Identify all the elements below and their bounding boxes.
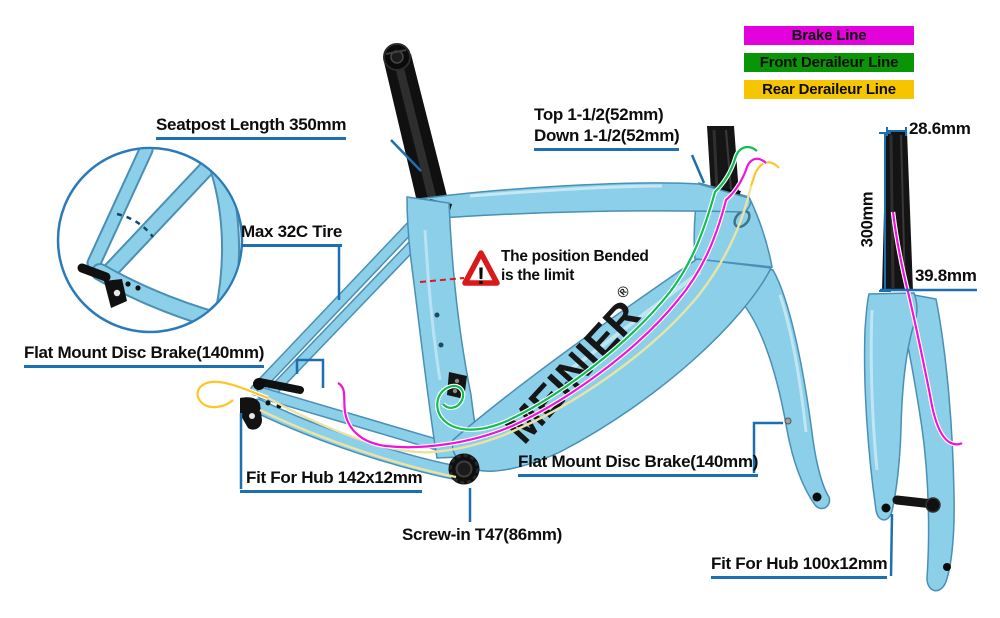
headset-leader <box>690 154 706 184</box>
bend-warning-line2: is the limit <box>501 267 575 284</box>
headset-size-label: Top 1-1/2(52mm) Down 1-1/2(52mm) <box>534 104 680 151</box>
fork-side-view <box>863 131 964 592</box>
leader-lines <box>239 127 977 577</box>
head-tube-emblem <box>733 209 751 229</box>
chain-stays <box>250 387 470 482</box>
headset-down-line: Down 1-1/2(52mm) <box>534 126 680 145</box>
steerer-top-diameter-label: 28.6mm <box>909 119 971 138</box>
headset-top-line: Top 1-1/2(52mm) <box>534 105 664 124</box>
warning-dashed-line <box>419 277 465 283</box>
fork-dropout-hole <box>881 503 891 513</box>
inset-thru-axle <box>77 263 111 282</box>
warning-triangle-icon <box>462 250 500 286</box>
tire-clearance-arc <box>116 212 154 238</box>
fork-brake-line <box>891 211 963 446</box>
front-hub-leader <box>889 513 894 577</box>
seatpost <box>383 43 447 206</box>
fork-steerer-tube <box>882 131 913 291</box>
steerer-top-bracket <box>886 127 907 136</box>
bottom-bracket-label: Screw-in T47(86mm) <box>402 525 562 544</box>
rear-hub-label: Fit For Hub 142x12mm <box>240 467 423 493</box>
fork-rear-leg <box>902 294 955 592</box>
bend-warning-line1: The position Bended <box>501 248 649 265</box>
front-dropout-hole <box>812 492 822 502</box>
legend-brake-line: Brake Line <box>744 26 914 45</box>
steerer-bottom-diameter-label: 39.8mm <box>915 266 977 285</box>
rear-dropout <box>240 378 304 430</box>
rear-disc-bracket <box>295 358 325 388</box>
legend-rear-derailleur-line: Rear Deraileur Line <box>744 80 914 99</box>
front-flat-mount-screw <box>784 417 792 425</box>
max-tire-label: Max 32C Tire <box>241 221 342 247</box>
legend-front-derailleur-line: Front Deraileur Line <box>744 53 914 72</box>
front-disc-brake-label: Flat Mount Disc Brake(140mm) <box>518 451 758 477</box>
line-color-legend: Brake Line Front Deraileur Line Rear Der… <box>744 26 914 107</box>
rear-thru-axle <box>256 378 304 394</box>
rear-disc-brake-label: Flat Mount Disc Brake(140mm) <box>24 342 264 368</box>
bend-warning-text: The position Bended is the limit <box>501 247 649 285</box>
seatpost-leader <box>390 139 422 172</box>
steerer-length-label: 300mm <box>858 191 877 248</box>
tire-clearance-inset <box>56 146 244 334</box>
brake-line <box>337 157 767 449</box>
seatpost-length-label: Seatpost Length 350mm <box>156 114 347 140</box>
cable-routing-lines <box>195 144 781 479</box>
bottom-bracket <box>448 453 480 485</box>
front-derailleur-line <box>436 146 758 431</box>
bend-warning: ! <box>419 250 500 290</box>
svg-text:!: ! <box>477 263 485 290</box>
front-disc-leader <box>752 421 783 473</box>
front-hub-label: Fit For Hub 100x12mm <box>711 553 888 579</box>
seat-stays <box>250 207 439 406</box>
